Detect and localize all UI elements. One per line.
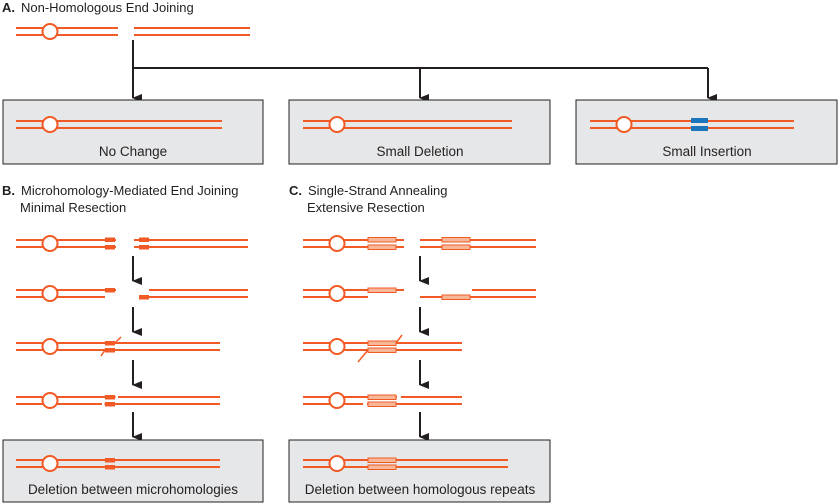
section-c-title: C.Single-Strand Annealing [289,183,448,198]
branch-arrows [132,40,717,102]
insertion-marker [691,126,708,131]
section-b-subtitle: Minimal Resection [20,200,126,215]
mmej-step-1 [16,235,248,252]
outcome-label-small-insertion: Small Insertion [662,144,751,159]
outcome-box-ssa: Deletion between homologous repeats [288,439,551,503]
ssa-step-1 [303,235,536,252]
broken-dna-input [16,23,250,40]
outcome-label-ssa: Deletion between homologous repeats [305,482,536,497]
centromere-icon [41,23,59,40]
outcome-label-small-deletion: Small Deletion [376,144,463,159]
outcome-box-small-deletion: Small Deletion [288,99,551,165]
section-c-subtitle: Extensive Resection [307,200,425,215]
section-a-title: A.Non-Homologous End Joining [2,0,194,15]
centromere-icon [615,116,633,133]
ssa-step-2 [303,285,536,302]
section-b-title: B.Microhomology-Mediated End Joining [2,183,239,198]
ssa-step-3 [303,334,462,363]
centromere-icon [328,116,346,133]
mmej-step-2 [16,285,248,302]
outcome-box-mmej: Deletion between microhomologies [2,439,264,503]
centromere-icon [41,116,59,133]
outcome-label-mmej: Deletion between microhomologies [28,482,238,497]
insertion-marker [691,118,708,123]
ssa-step-4 [303,392,462,409]
outcome-box-small-insertion: Small Insertion [575,99,838,165]
outcome-box-no-change: No Change [2,99,264,165]
mmej-step-4 [16,392,220,409]
mmej-step-3 [16,336,220,357]
outcome-label-no-change: No Change [99,144,167,159]
